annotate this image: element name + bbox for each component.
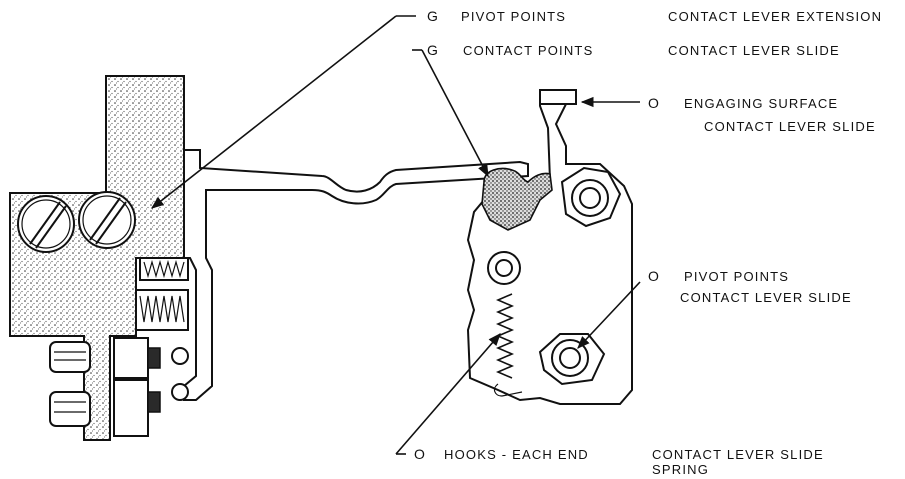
callout-code: O bbox=[648, 95, 659, 111]
callout-contact-points-g: G CONTACT POINTS CONTACT LEVER SLIDE bbox=[427, 42, 840, 58]
callout-part: CONTACT LEVER SLIDE bbox=[680, 290, 852, 305]
block-spring-upper bbox=[139, 257, 189, 281]
engaging-tab bbox=[539, 89, 577, 105]
callout-part: CONTACT LEVER EXTENSION bbox=[668, 9, 882, 24]
callout-part: CONTACT LEVER SLIDE bbox=[652, 447, 824, 462]
callout-part-line2: SPRING bbox=[652, 462, 709, 477]
callout-code: G bbox=[427, 42, 438, 58]
pivot-stud bbox=[487, 251, 521, 285]
pivot-circle-lower bbox=[171, 383, 189, 401]
arrow-hooks bbox=[395, 333, 501, 455]
callout-engaging-surface-o: O ENGAGING SURFACE CONTACT LEVER SLIDE bbox=[648, 95, 876, 134]
callout-text: PIVOT POINTS bbox=[461, 9, 566, 24]
upper-hex-nut bbox=[560, 166, 622, 228]
contact-screw-lower bbox=[49, 379, 161, 437]
leader-lines bbox=[150, 15, 641, 455]
callout-code: O bbox=[648, 268, 659, 284]
block-spring-lower bbox=[135, 289, 189, 331]
callout-part: CONTACT LEVER SLIDE bbox=[668, 43, 840, 58]
callout-text: PIVOT POINTS bbox=[684, 269, 789, 284]
callout-text: ENGAGING SURFACE bbox=[684, 96, 838, 111]
callout-code: G bbox=[427, 8, 438, 24]
callout-text: CONTACT POINTS bbox=[463, 43, 593, 58]
callout-pivot-points-o: O PIVOT POINTS CONTACT LEVER SLIDE bbox=[648, 268, 852, 305]
contact-lever-extension-assembly bbox=[9, 75, 529, 441]
arrow-contact-points bbox=[421, 49, 489, 178]
callout-code: O bbox=[414, 446, 425, 462]
contact-point-hook bbox=[481, 167, 553, 231]
mounting-screw-right bbox=[78, 191, 136, 249]
callout-pivot-points-g: G PIVOT POINTS CONTACT LEVER EXTENSION bbox=[427, 8, 882, 24]
callout-hooks-o: O HOOKS - EACH END CONTACT LEVER SLIDE S… bbox=[414, 446, 824, 477]
contact-lever-slide-assembly bbox=[466, 89, 633, 405]
contact-screw-upper bbox=[49, 337, 161, 379]
callout-text: HOOKS - EACH END bbox=[444, 447, 589, 462]
arrow-pivot-points-g bbox=[150, 15, 397, 209]
callout-part: CONTACT LEVER SLIDE bbox=[704, 119, 876, 134]
arrow-pivot-points-o bbox=[577, 281, 641, 349]
mounting-screw-left bbox=[17, 195, 75, 253]
pivot-circle-upper bbox=[171, 347, 189, 365]
